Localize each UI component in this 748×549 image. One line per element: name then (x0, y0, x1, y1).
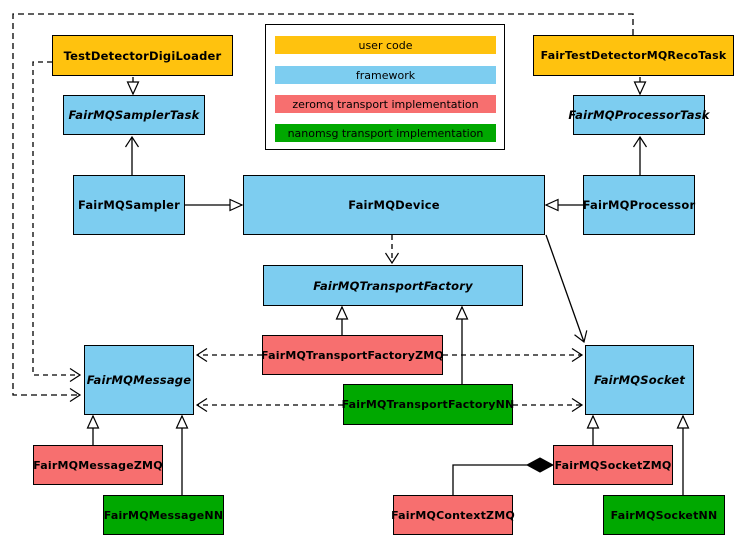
legend-item-framework: framework (275, 66, 496, 84)
class-box-fairmqprocessortask: FairMQProcessorTask (568, 95, 709, 135)
edge-composition-contextzmq-socketzmq (452, 464, 527, 495)
legend-item-user-code: user code (275, 36, 496, 54)
class-box-fairmqtransportfactoryzmq: FairMQTransportFactoryZMQ (261, 335, 444, 375)
class-box-fairmqtransportfactory: FairMQTransportFactory (263, 265, 523, 306)
class-box-fairmqdevice: FairMQDevice (243, 175, 545, 235)
class-box-fairmqmessagenn: FairMQMessageNN (103, 495, 224, 535)
class-box-fairmqcontextzmq: FairMQContextZMQ (391, 495, 515, 535)
class-box-fairmqprocessor: FairMQProcessor (583, 175, 695, 235)
class-box-fairmqmessage: FairMQMessage (84, 345, 194, 415)
class-box-fairmqtransportfactorynn: FairMQTransportFactoryNN (342, 384, 514, 425)
edge-association-device-socket (545, 234, 588, 344)
class-box-fairmqsocketzmq: FairMQSocketZMQ (553, 445, 673, 485)
composition-diamond (525, 457, 555, 473)
class-box-testdetectordigiloader: TestDetectorDigiLoader (52, 35, 233, 76)
class-box-fairmqsocket: FairMQSocket (585, 345, 694, 415)
class-box-fairmqsampler: FairMQSampler (73, 175, 185, 235)
class-box-fairmqsocketnn: FairMQSocketNN (603, 495, 725, 535)
legend-item-zeromq: zeromq transport implementation (275, 95, 496, 113)
class-box-fairtestdetectormqrecotask: FairTestDetectorMQRecoTask (533, 35, 734, 76)
class-box-fairmqmessagezmq: FairMQMessageZMQ (33, 445, 163, 485)
class-box-fairmqsamplertask: FairMQSamplerTask (63, 95, 205, 135)
legend-item-nanomsg: nanomsg transport implementation (275, 124, 496, 142)
legend: user code framework zeromq transport imp… (265, 24, 505, 150)
